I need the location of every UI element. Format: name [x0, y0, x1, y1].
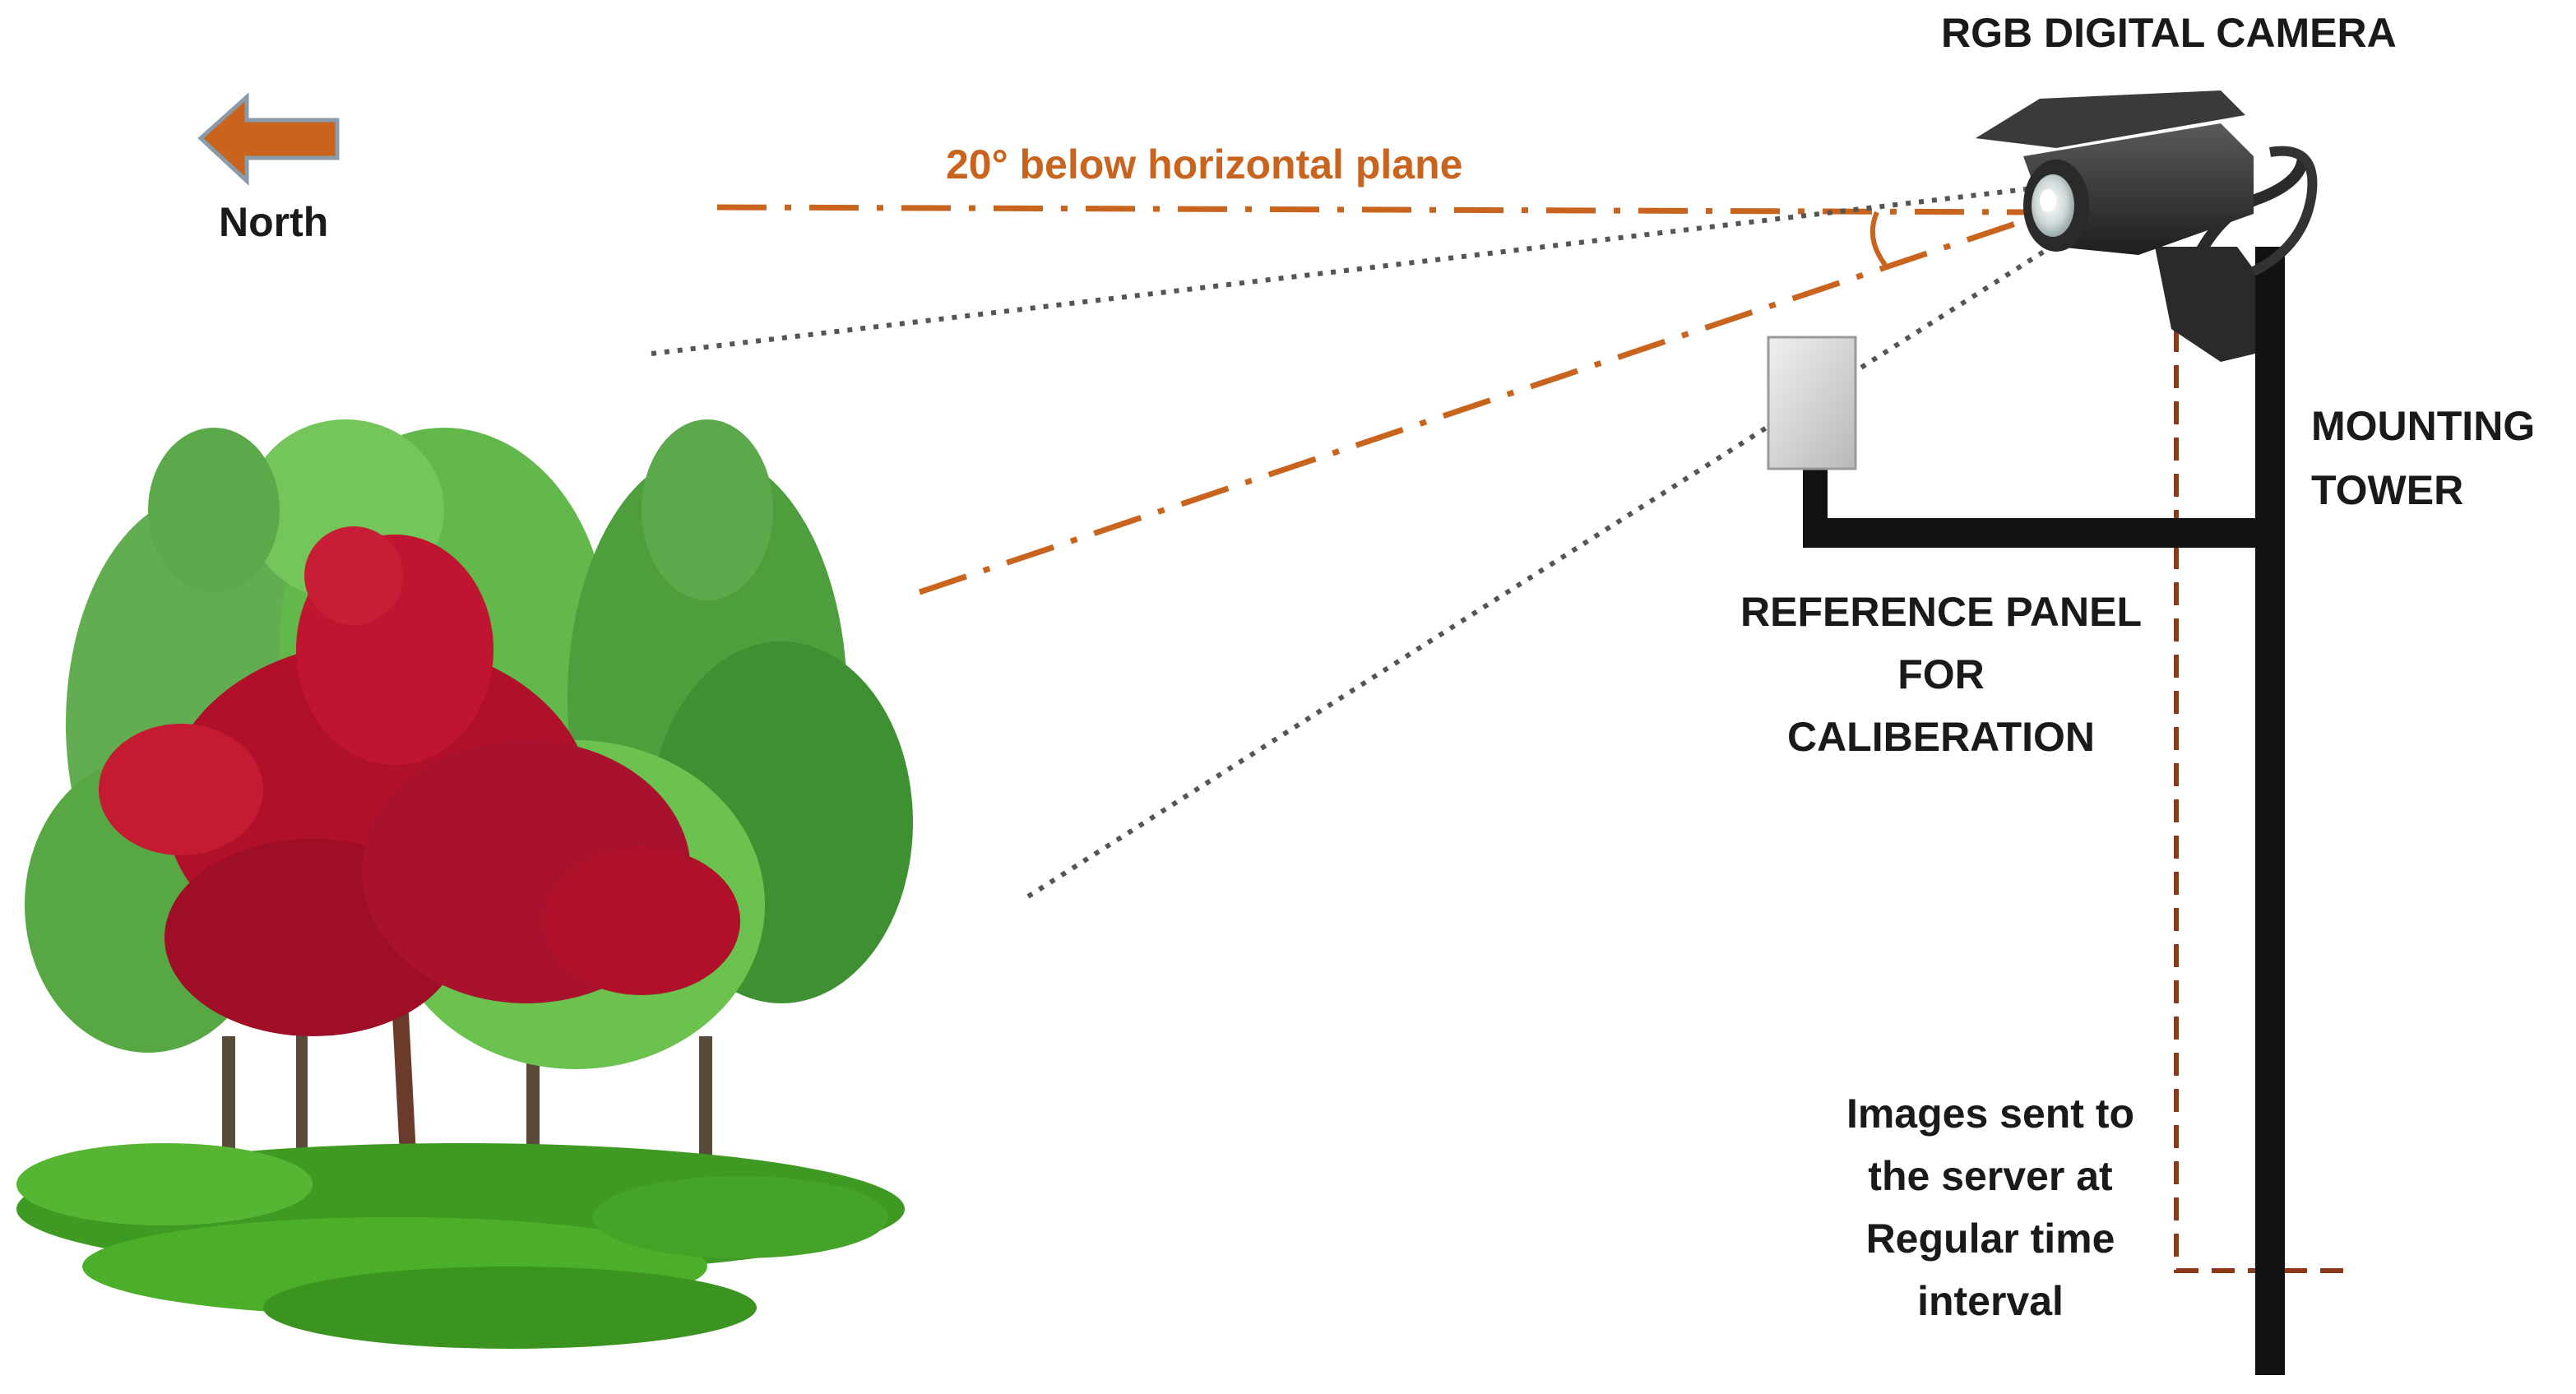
data-transfer-path	[2174, 329, 2352, 1273]
left-arrow-icon	[197, 92, 340, 186]
tower-label-line2: TOWER	[2311, 467, 2464, 513]
panel-label-line1: REFERENCE PANEL	[1740, 589, 2142, 635]
fov-upper-line	[651, 185, 2041, 356]
horizontal-plane-line	[716, 204, 2041, 215]
tree-cluster-icon	[16, 419, 913, 1349]
north-label: North	[219, 199, 329, 245]
camera-label: RGB DIGITAL CAMERA	[1941, 10, 2397, 56]
reference-panel-icon	[1767, 336, 1857, 470]
security-camera-icon	[1976, 90, 2318, 362]
twenty-degree-line	[918, 212, 2041, 595]
angle-arc	[1869, 211, 1888, 266]
images-label-line4: interval	[1917, 1278, 2064, 1324]
fov-lower-line	[1026, 236, 2066, 899]
images-label-line2: the server at	[1868, 1153, 2113, 1199]
angle-label: 20° below horizontal plane	[946, 141, 1463, 188]
panel-label-line2: FOR	[1897, 651, 1985, 697]
mounting-tower	[1803, 247, 2285, 1375]
tower-label-line1: MOUNTING	[2311, 403, 2536, 449]
panel-label-line3: CALIBERATION	[1786, 714, 2096, 760]
images-label-line1: Images sent to	[1846, 1091, 2135, 1137]
images-label-line3: Regular time	[1865, 1216, 2115, 1262]
